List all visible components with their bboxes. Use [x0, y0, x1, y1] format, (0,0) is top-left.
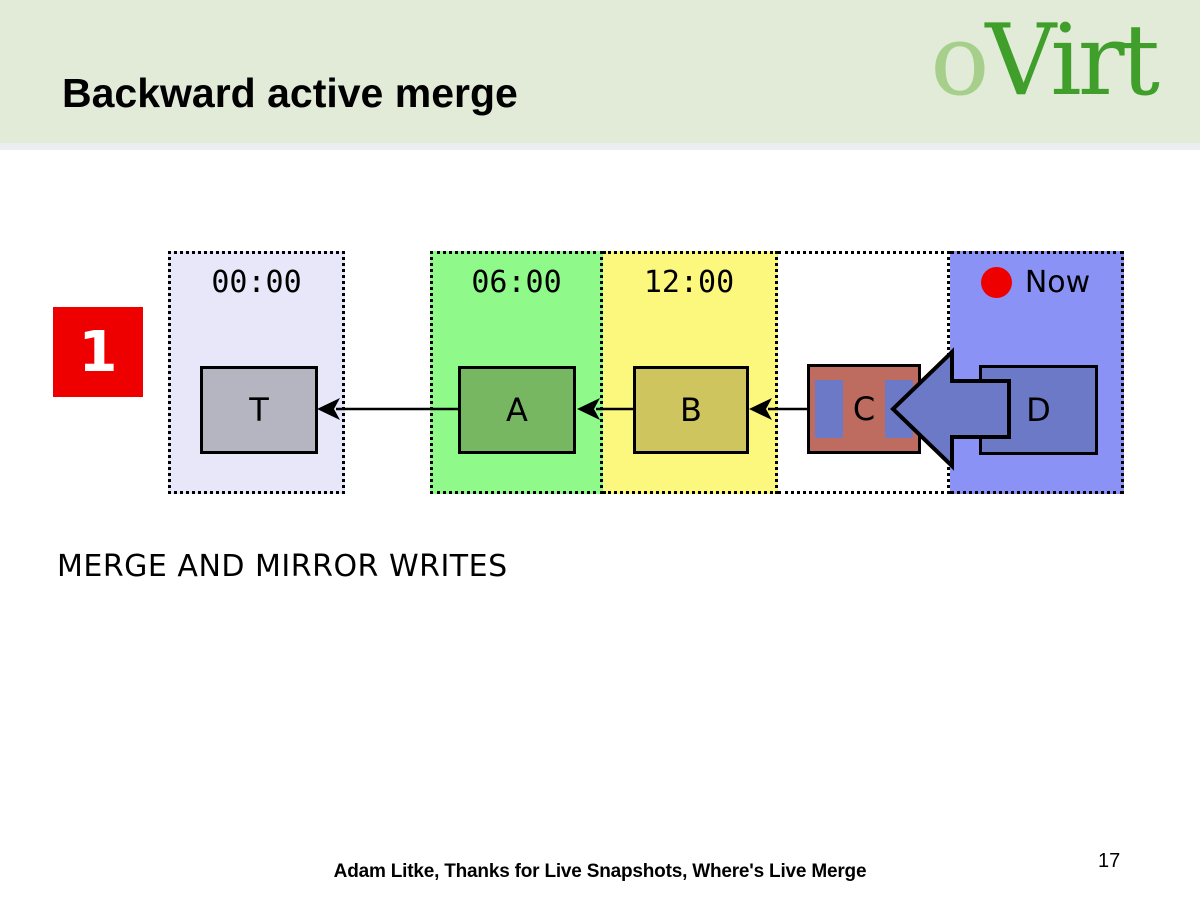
- snapshot-box-a-label: A: [506, 391, 528, 429]
- time-label-1200: 12:00: [643, 265, 735, 300]
- step-number-badge: 1: [53, 307, 143, 397]
- ovirt-logo: oVirt: [930, 7, 1160, 116]
- now-dot-icon: [980, 267, 1012, 298]
- step-number-label: 1: [78, 319, 118, 385]
- snapshot-box-a: A: [458, 366, 576, 454]
- slide-header: [0, 0, 1200, 143]
- snapshot-box-t: T: [200, 366, 318, 454]
- snapshot-box-c-label: C: [852, 390, 876, 428]
- snapshot-box-b-label: B: [680, 391, 702, 429]
- now-label: Now: [1024, 265, 1091, 300]
- ovirt-logo-o: o: [930, 4, 989, 118]
- time-label-0000: 00:00: [211, 265, 302, 300]
- snapshot-box-b: B: [633, 366, 749, 454]
- header-divider: [0, 143, 1200, 150]
- ovirt-logo-virt: Virt: [985, 4, 1160, 118]
- mirror-stripe-right: [885, 380, 913, 438]
- page-title: Backward active merge: [62, 70, 518, 116]
- snapshot-box-c: C: [807, 364, 921, 454]
- footer-credit: Adam Litke, Thanks for Live Snapshots, W…: [333, 861, 867, 882]
- mirror-stripe-left: [815, 380, 843, 438]
- time-label-0600: 06:00: [471, 265, 562, 300]
- snapshot-box-t-label: T: [249, 391, 269, 429]
- now-row: Now: [950, 265, 1121, 300]
- snapshot-box-d: D: [979, 365, 1098, 455]
- snapshot-box-d-label: D: [1026, 391, 1051, 429]
- caption-text: MERGE AND MIRROR WRITES: [57, 549, 508, 584]
- page-number: 17: [1098, 850, 1121, 872]
